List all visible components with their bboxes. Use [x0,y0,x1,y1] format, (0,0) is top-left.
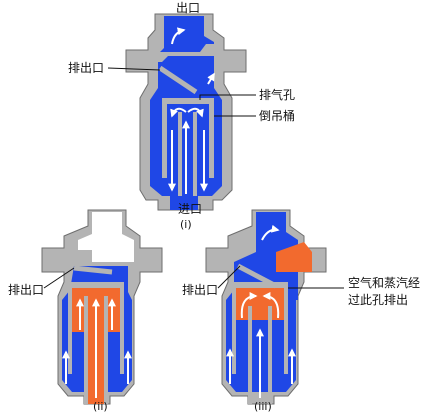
trap-i [126,14,246,210]
label-inlet: 进口 [178,202,202,216]
trap-i-riser-right [193,112,197,196]
caption-iii: (iii) [254,400,272,414]
trap-iii-riser-right [268,306,272,404]
caption-ii: (ii) [93,400,108,414]
label-air-steam-line1: 空气和蒸汽经 [348,276,420,290]
caption-i: (i) [180,218,192,232]
label-vent-hole: 排气孔 [259,88,295,102]
trap-i-riser-left [178,112,182,196]
label-discharge-port-iii: 排出口 [182,283,218,297]
trap-ii-bucket-right [120,282,124,374]
trap-i-bucket-right [209,98,214,178]
trap-iii [206,210,326,404]
trap-ii-riser-right [104,296,108,404]
trap-ii-riser-left [84,296,88,404]
trap-iii-bucket-top [232,282,288,288]
trap-ii-bucket-top [68,282,124,288]
trap-i-bucket-top [162,98,214,104]
trap-i-bucket-left [162,98,167,178]
trap-iii-riser-left [248,306,252,404]
trap-iii-bucket-left [232,282,236,374]
trap-ii-bucket-left [68,282,72,374]
label-air-steam-line2: 过此孔排出 [348,293,408,307]
label-discharge-port-i: 排出口 [68,61,104,75]
trap-ii [42,210,162,404]
label-discharge-port-ii: 排出口 [8,283,44,297]
label-inverted-bucket: 倒吊桶 [259,109,295,123]
trap-iii-bucket-right [284,282,288,374]
label-outlet: 出口 [176,1,200,15]
